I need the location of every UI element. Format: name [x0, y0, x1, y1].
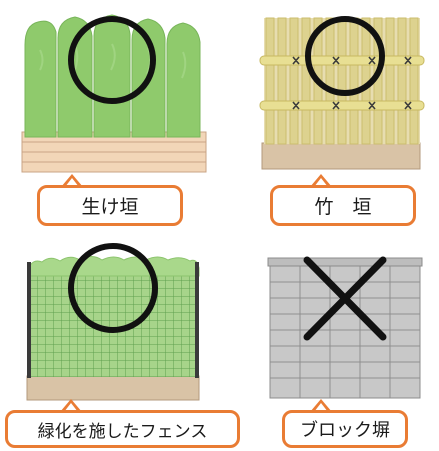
- circle-mark-green-fence: [68, 243, 158, 333]
- fence-foliage-top: [27, 256, 200, 277]
- label-pointer-block-wall: [310, 399, 332, 412]
- fence-post-left: [27, 262, 31, 378]
- label-green-fence: 緑化を施したフェンス: [5, 410, 240, 448]
- bamboo-base: [261, 142, 421, 170]
- circle-mark-hedge: [68, 16, 156, 104]
- hedge-illustration: [21, 14, 207, 173]
- fence-post-right: [195, 262, 199, 378]
- hedge-shrubs: [24, 14, 201, 138]
- label-pointer-bamboo: [310, 174, 332, 187]
- label-block-wall: ブロック塀: [282, 410, 408, 448]
- circle-mark-bamboo: [305, 16, 385, 96]
- label-hedge: 生け垣: [37, 185, 183, 226]
- cross-mark-block-wall: [303, 256, 387, 341]
- label-bamboo: 竹 垣: [270, 185, 416, 226]
- fence-base: [26, 375, 200, 401]
- green-fence-illustration: [26, 256, 200, 401]
- label-pointer-green-fence: [60, 399, 82, 412]
- block-wall-top: [267, 257, 423, 267]
- fence-mesh: [30, 265, 196, 377]
- block-wall-body: [269, 265, 421, 399]
- label-pointer-hedge: [61, 174, 83, 187]
- bamboo-ties: [292, 56, 412, 110]
- block-wall-illustration: [267, 257, 423, 399]
